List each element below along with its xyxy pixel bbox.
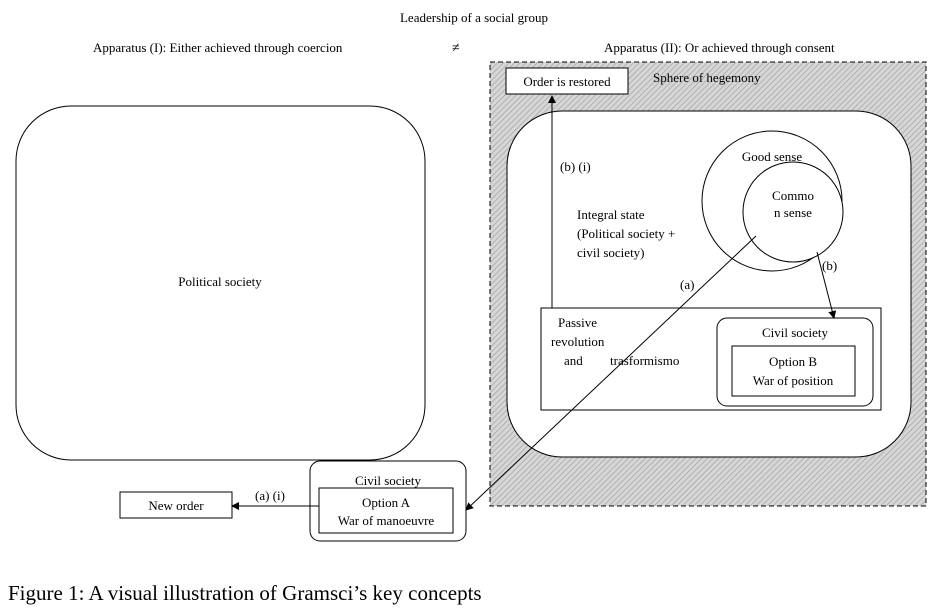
passive-revolution-line-2: revolution: [551, 334, 605, 349]
not-equal-sign: ≠: [452, 41, 460, 56]
political-society-box: [15, 105, 426, 461]
diagram-title: Leadership of a social group: [400, 10, 548, 25]
sphere-of-hegemony-label: Sphere of hegemony: [653, 70, 761, 85]
good-sense-label: Good sense: [742, 149, 803, 164]
arrow-b: [816, 251, 837, 319]
political-society-label: Political society: [178, 274, 262, 289]
new-order-label: New order: [148, 498, 204, 513]
civil-society-left-label: Civil society: [355, 473, 422, 488]
order-restored-box: [505, 67, 629, 95]
arrow-a-i-label: (a) (i): [255, 488, 285, 503]
arrow-a: [465, 235, 757, 511]
apparatus-1-label: Apparatus (I): Either achieved through c…: [93, 40, 343, 55]
order-restored-label: Order is restored: [523, 74, 611, 89]
passive-revolution-line-3: and: [564, 353, 583, 368]
figure-caption: Figure 1: A visual illustration of Grams…: [8, 581, 482, 605]
common-sense-circle: [742, 161, 844, 263]
arrow-b-label: (b): [822, 258, 837, 273]
integral-state-line-3: civil society): [577, 245, 645, 260]
option-a-line-2: War of manoeuvre: [338, 513, 435, 528]
option-b-box: [731, 345, 856, 397]
apparatus-2-label: Apparatus (II): Or achieved through cons…: [604, 40, 835, 55]
option-b-line-1: Option B: [769, 354, 817, 369]
option-a-line-1: Option A: [362, 495, 411, 510]
arrow-a-label: (a): [680, 277, 694, 292]
integral-state-line-1: Integral state: [577, 207, 645, 222]
arrow-b-i-label: (b) (i): [560, 159, 591, 174]
passive-revolution-line-4: trasformismo: [610, 353, 679, 368]
integral-state-line-2: (Political society +: [577, 226, 675, 241]
passive-revolution-line-1: Passive: [558, 315, 597, 330]
civil-society-right-label: Civil society: [762, 325, 829, 340]
common-sense-line-2: n sense: [774, 205, 812, 220]
option-a-box: [318, 487, 454, 534]
option-b-line-2: War of position: [753, 373, 834, 388]
common-sense-line-1: Commo: [772, 188, 814, 203]
